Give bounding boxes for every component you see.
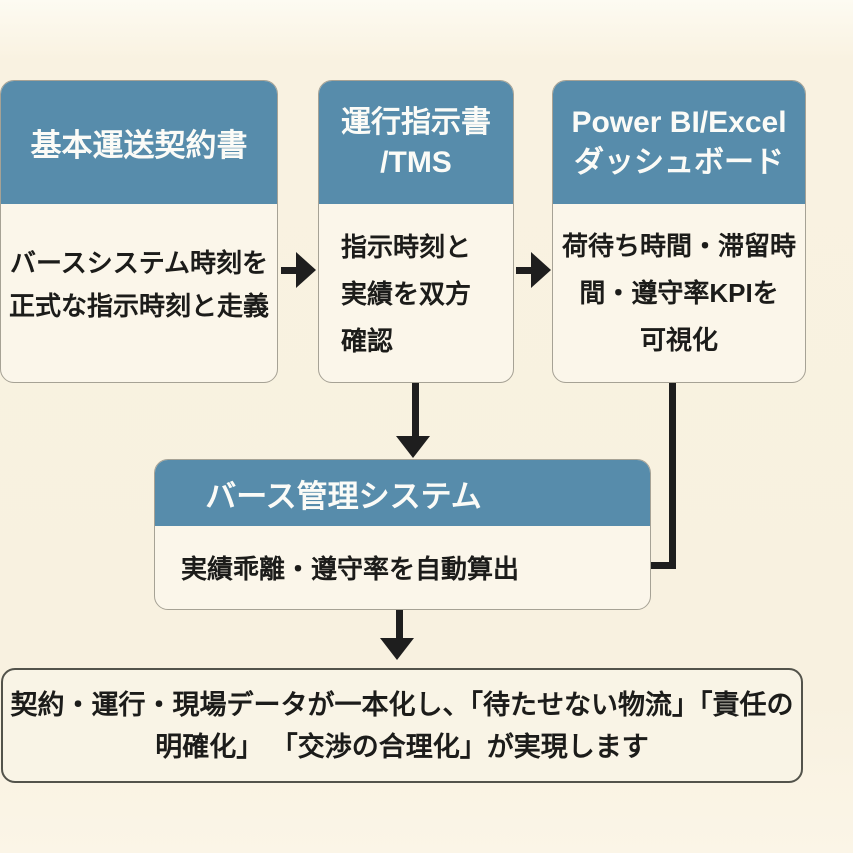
- connector-step3-to-hub-horizontal: [650, 562, 676, 569]
- step-box-dashboard-title: Power BI/Excel: [571, 105, 787, 139]
- body-line: バースシステム時刻を: [10, 248, 268, 278]
- step-box-dashboard-header: Power BI/Excel ダッシュボード: [553, 81, 805, 204]
- body-line: 確認: [341, 326, 394, 356]
- body-line: 可視化: [639, 324, 718, 355]
- body-line: 実績を双方: [341, 279, 472, 309]
- body-line: 間・遵守率KPIを: [579, 277, 779, 308]
- step-box-instructions-title: 運行指示書: [341, 105, 491, 139]
- arrow-step2-to-hub-shaft: [412, 383, 419, 437]
- arrow-step2-to-hub-head: [396, 436, 430, 458]
- step-box-contract-header: 基本運送契約書: [1, 81, 277, 204]
- step-box-dashboard-body: 荷待ち時間・滞留時 間・遵守率KPIを 可視化: [553, 204, 805, 382]
- step-box-contract-title: 基本運送契約書: [30, 128, 248, 163]
- step-box-instructions-body: 指示時刻と 実績を双方 確認: [319, 204, 513, 382]
- arrow-hub-to-summary-head: [380, 638, 414, 660]
- body-line: 正式な指示時刻と走義: [8, 291, 269, 321]
- connector-step3-to-hub-vertical: [669, 383, 676, 569]
- hub-box-berth-system: バース管理システム 実績乖離・遵守率を自動算出: [154, 459, 651, 610]
- summary-line: 明確化」 「交渉の合理化」が実現します: [155, 731, 649, 762]
- hub-box-body: 実績乖離・遵守率を自動算出: [155, 526, 650, 609]
- body-line: 荷待ち時間・滞留時: [561, 230, 796, 261]
- summary-box: 契約・運行・現場データが一本化し、「待たせない物流」「責任の 明確化」 「交渉の…: [1, 668, 803, 783]
- step-box-instructions: 運行指示書 /TMS 指示時刻と 実績を双方 確認: [318, 80, 514, 383]
- arrow-step2-to-step3-shaft: [516, 267, 533, 274]
- summary-line: 契約・運行・現場データが一本化し、「待たせない物流」「責任の: [10, 689, 794, 720]
- step-box-dashboard-title2: ダッシュボード: [574, 145, 784, 179]
- step-box-contract: 基本運送契約書 バースシステム時刻を 正式な指示時刻と走義: [0, 80, 278, 383]
- body-line: 実績乖離・遵守率を自動算出: [181, 554, 520, 584]
- arrow-step1-to-step2-shaft: [281, 267, 298, 274]
- step-box-instructions-title2: /TMS: [380, 145, 452, 179]
- body-line: 指示時刻と: [341, 232, 472, 262]
- hub-box-header: バース管理システム: [155, 460, 650, 526]
- arrow-step1-to-step2-head: [296, 252, 316, 288]
- step-box-contract-body: バースシステム時刻を 正式な指示時刻と走義: [1, 204, 277, 382]
- step-box-instructions-header: 運行指示書 /TMS: [319, 81, 513, 204]
- arrow-step2-to-step3-head: [531, 252, 551, 288]
- hub-box-title: バース管理システム: [205, 478, 482, 514]
- step-box-dashboard: Power BI/Excel ダッシュボード 荷待ち時間・滞留時 間・遵守率KP…: [552, 80, 806, 383]
- arrow-hub-to-summary-shaft: [396, 610, 403, 640]
